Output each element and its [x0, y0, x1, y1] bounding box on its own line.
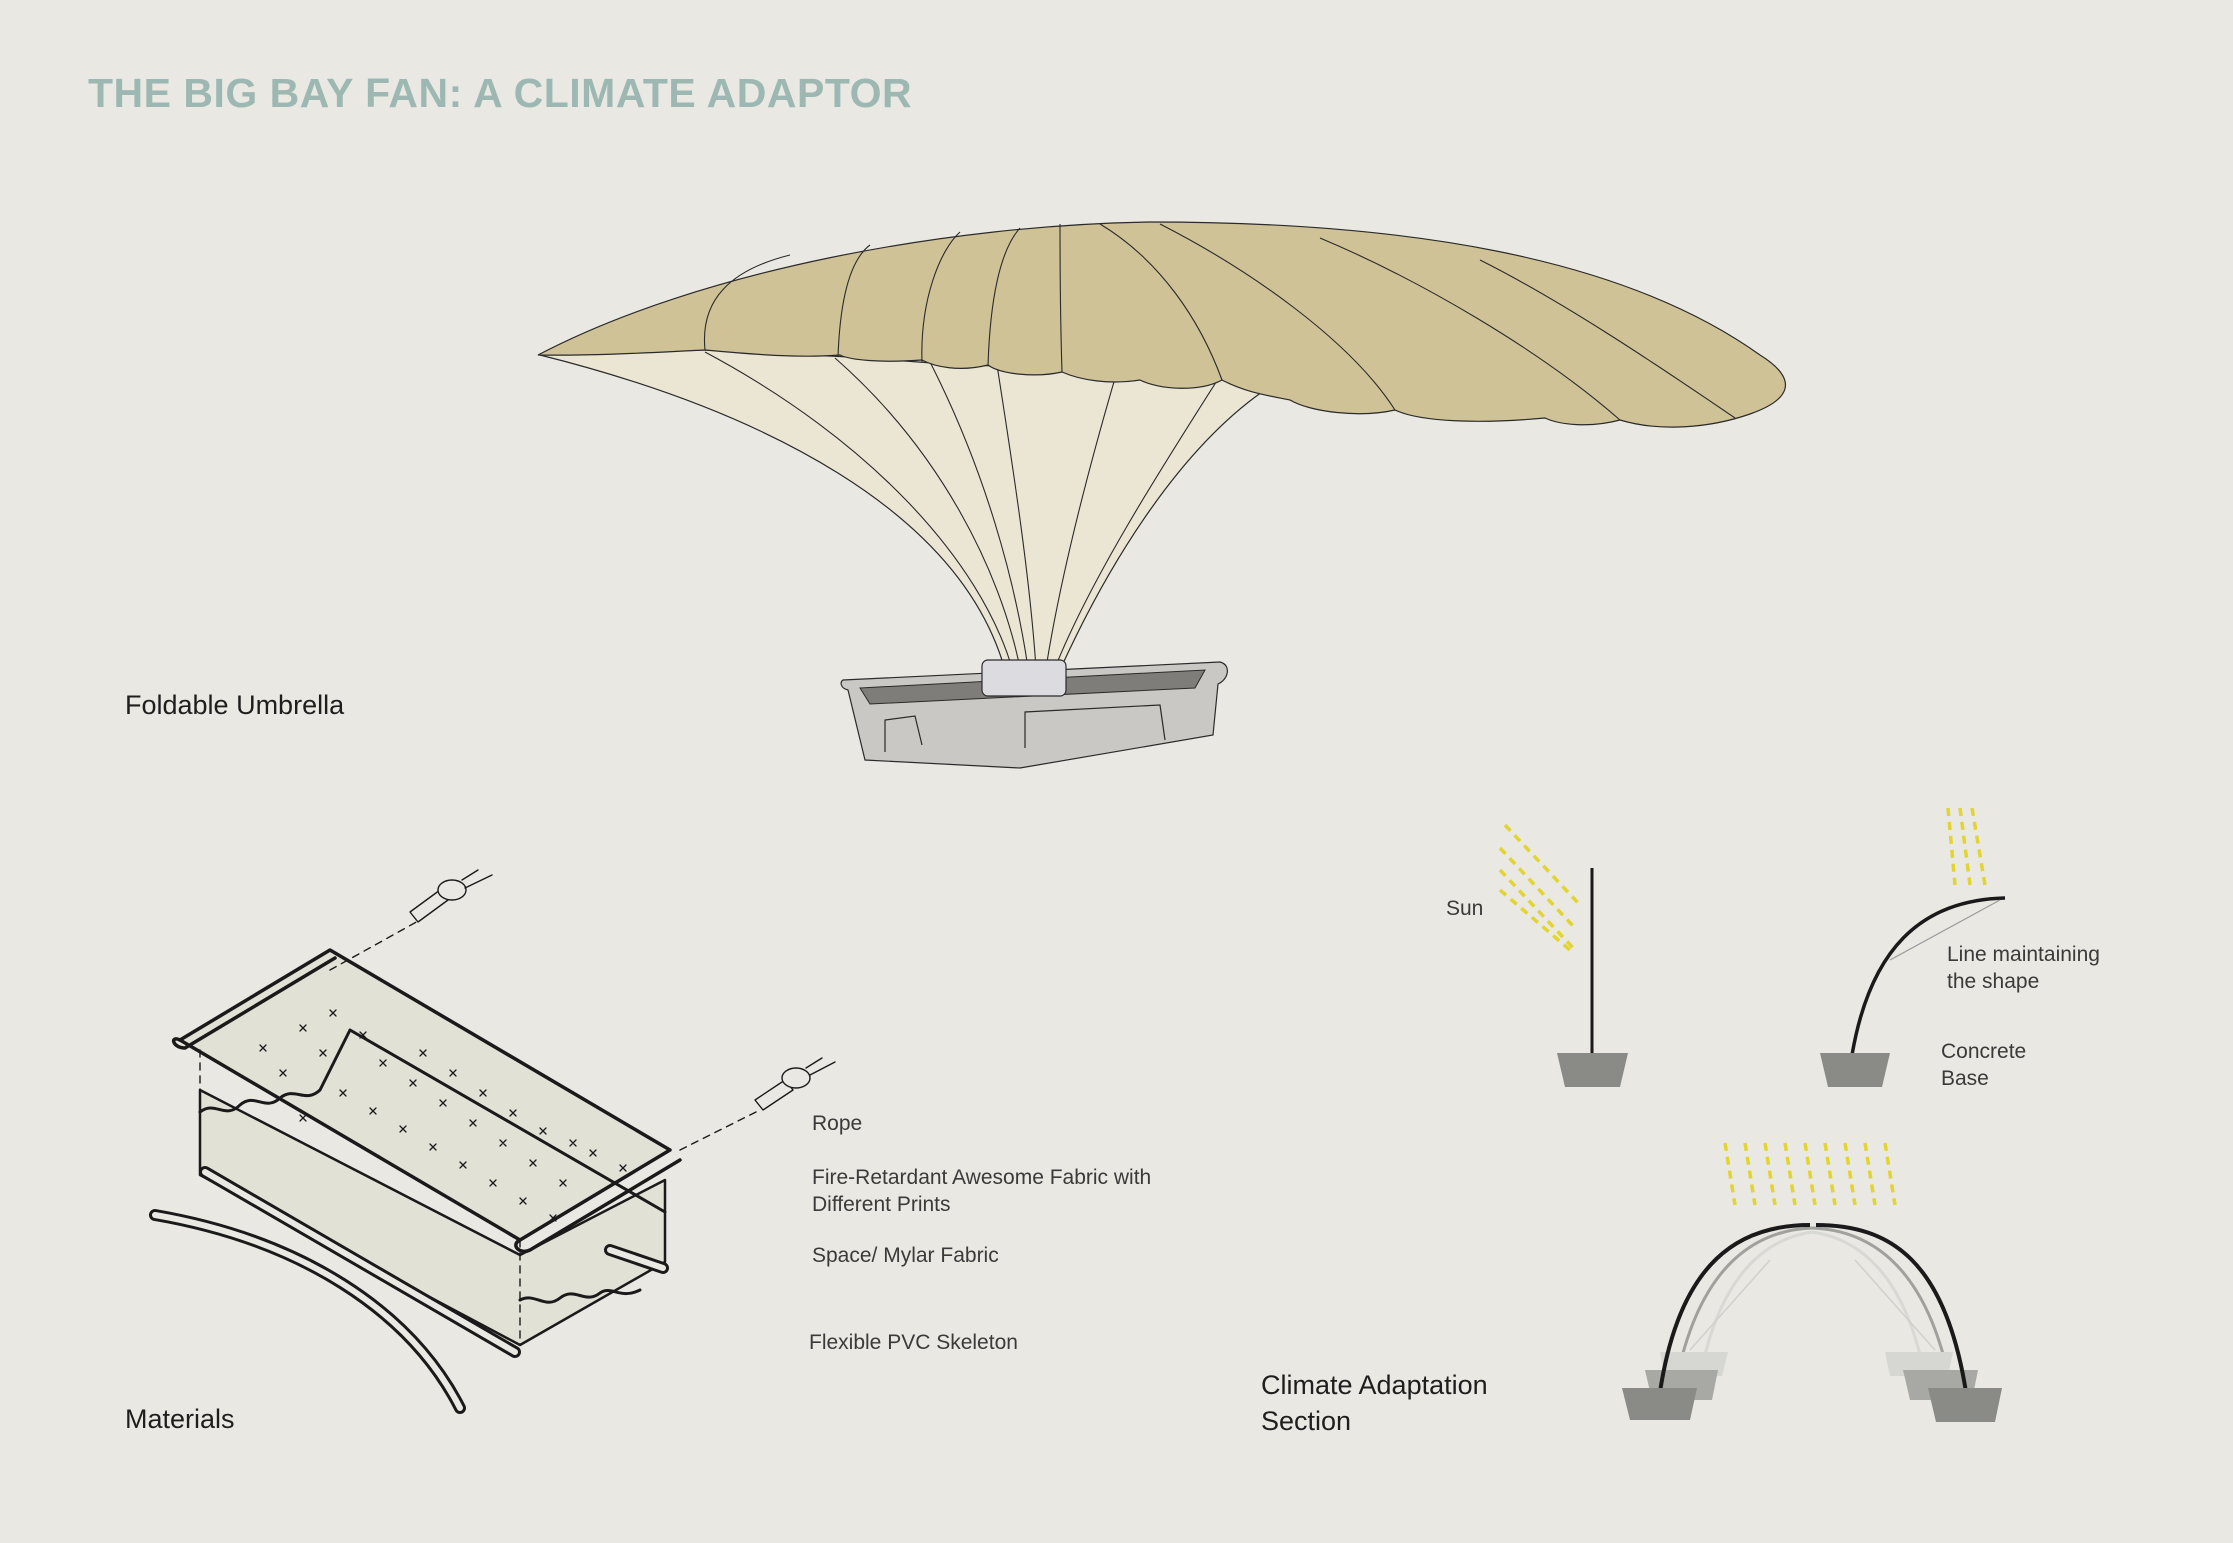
fabric-print-marks [259, 1009, 627, 1222]
label-fabric-line2: Different Prints [812, 1193, 951, 1216]
label-line-maintaining: Line maintaining the shape [1947, 941, 2100, 995]
section-label-climate: Climate Adaptation Section [1261, 1367, 1488, 1439]
concrete-base-icon-2 [1820, 1053, 1890, 1087]
umbrella-funnel [539, 349, 1264, 671]
umbrella-base [840, 659, 1228, 769]
label-concrete-base-line2: Base [1941, 1067, 1989, 1090]
umbrella-drawing [537, 221, 1787, 769]
sun-ray-icon-2 [1946, 807, 1987, 886]
concrete-base-icon [1557, 1053, 1628, 1087]
rope-knot-icon [409, 869, 493, 923]
label-sun: Sun [1446, 897, 1484, 920]
printed-fabric-panel [178, 948, 672, 1242]
canopy-seams [703, 223, 1736, 421]
section-label-materials: Materials [125, 1404, 235, 1434]
page-title: THE BIG BAY FAN: A CLIMATE ADAPTOR [88, 70, 913, 116]
label-fabric-line1: Fire-Retardant Awesome Fabric with [812, 1166, 1152, 1189]
arch-ghosts [1674, 1226, 1952, 1384]
label-fabric: Fire-Retardant Awesome Fabric with Diffe… [812, 1164, 1151, 1218]
sun-ray-icon [1498, 823, 1582, 952]
label-concrete-base: Concrete Base [1941, 1038, 2026, 1092]
materials-drawing [149, 869, 836, 1414]
concrete-base-icon-3 [1622, 1388, 1697, 1420]
arch-left [1658, 1223, 1811, 1393]
shape-line [1889, 899, 2001, 961]
section-label-climate-line2: Section [1261, 1406, 1352, 1436]
arch-right [1815, 1223, 1968, 1393]
concrete-base-icon-4 [1928, 1388, 2002, 1422]
label-concrete-base-line1: Concrete [1941, 1040, 2027, 1063]
section-label-climate-line1: Climate Adaptation [1261, 1370, 1488, 1400]
climate-drawing [1498, 807, 2006, 1422]
label-pvc: Flexible PVC Skeleton [809, 1331, 1018, 1354]
umbrella-ribs [704, 351, 1221, 669]
label-mylar: Space/ Mylar Fabric [812, 1244, 999, 1267]
label-line-maintaining-line2: the shape [1947, 970, 2040, 993]
construction-lines [199, 919, 761, 1346]
label-rope: Rope [812, 1112, 863, 1135]
label-line-maintaining-line1: Line maintaining [1947, 943, 2100, 966]
sun-ray-icon-3 [1723, 1142, 1897, 1206]
rope-knot-icon-2 [754, 1057, 836, 1111]
section-label-umbrella: Foldable Umbrella [125, 690, 345, 720]
